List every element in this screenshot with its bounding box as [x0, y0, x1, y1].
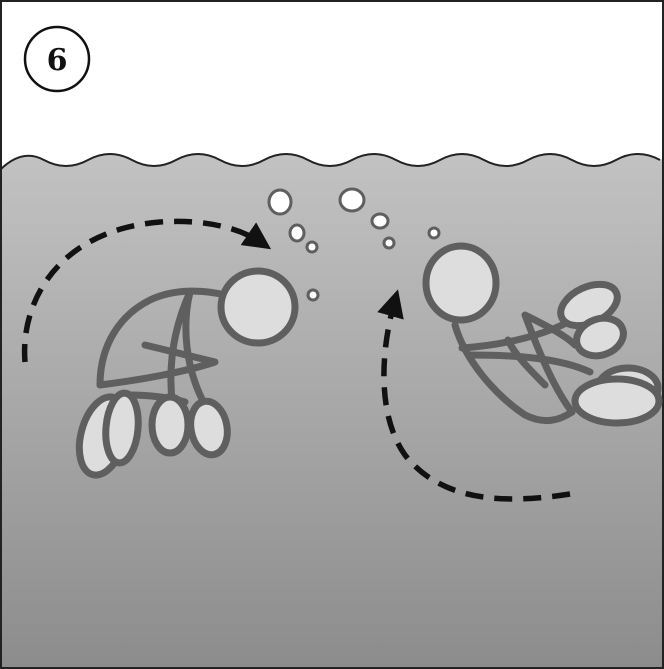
bubble-icon: [384, 238, 394, 248]
bubble-icon: [307, 242, 317, 252]
step-number: 6: [47, 43, 68, 78]
bubble-icon: [269, 190, 291, 214]
bubble-icon: [290, 225, 304, 241]
bubble-icon: [308, 290, 318, 300]
bubble-icon: [429, 228, 439, 238]
bubble-icon: [372, 214, 388, 228]
step-badge: 6: [25, 27, 89, 91]
bubble-icon: [340, 189, 364, 211]
